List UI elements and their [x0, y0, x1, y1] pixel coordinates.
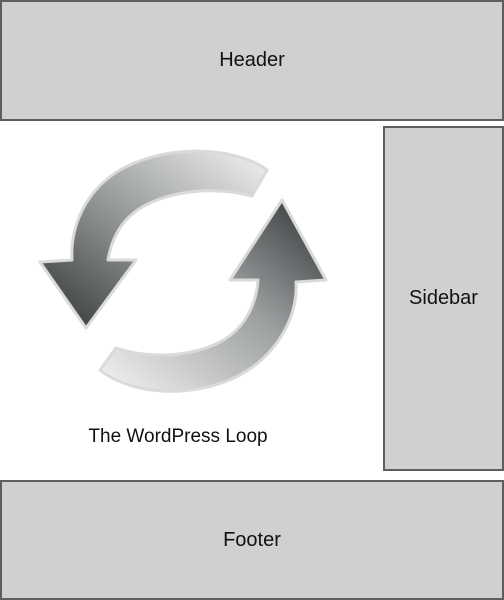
arrow-top-arc: [38, 149, 269, 330]
footer-region: Footer: [0, 480, 504, 600]
header-label: Header: [219, 49, 285, 71]
loop-caption: The WordPress Loop: [88, 426, 268, 447]
header-region: Header: [0, 0, 504, 121]
refresh-cycle-icon: [38, 149, 328, 393]
footer-label: Footer: [223, 528, 281, 551]
sidebar-region: Sidebar: [383, 126, 504, 471]
sidebar-label: Sidebar: [409, 287, 478, 309]
arrow-bottom-arc: [98, 198, 328, 393]
